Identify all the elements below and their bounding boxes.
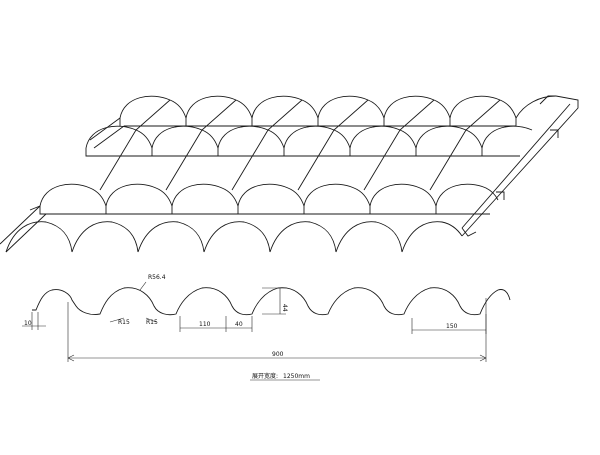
tile-row-front xyxy=(29,183,499,215)
profile-outline xyxy=(32,287,511,316)
caption: 展开宽度: 1250mm xyxy=(252,372,310,380)
profile-section xyxy=(32,287,511,316)
total-width-label: 900 xyxy=(272,351,284,358)
dimension-labels: R56.4 R15 R15 10 110 40 44 150 900 xyxy=(24,274,458,358)
tile-row-middle xyxy=(85,99,533,191)
height-label: 44 xyxy=(281,304,288,312)
tile-side-edge xyxy=(461,95,579,237)
crest-radius-label: R56.4 xyxy=(148,274,166,281)
end-width-label: 150 xyxy=(446,323,458,330)
dimension-lines xyxy=(22,281,487,381)
caption-prefix: 展开宽度: xyxy=(252,372,278,380)
valley-width-label: 40 xyxy=(235,321,243,328)
pitch-width-label: 110 xyxy=(199,321,211,328)
tile-eave-edge xyxy=(0,205,463,253)
caption-value: 1250mm xyxy=(283,373,310,380)
valley-radius-label-2: R15 xyxy=(146,319,158,326)
edge-width-label: 10 xyxy=(24,320,32,327)
valley-radius-label-1: R15 xyxy=(118,319,130,326)
tile-row-back xyxy=(89,95,557,149)
isometric-roof-sheet xyxy=(0,95,579,253)
